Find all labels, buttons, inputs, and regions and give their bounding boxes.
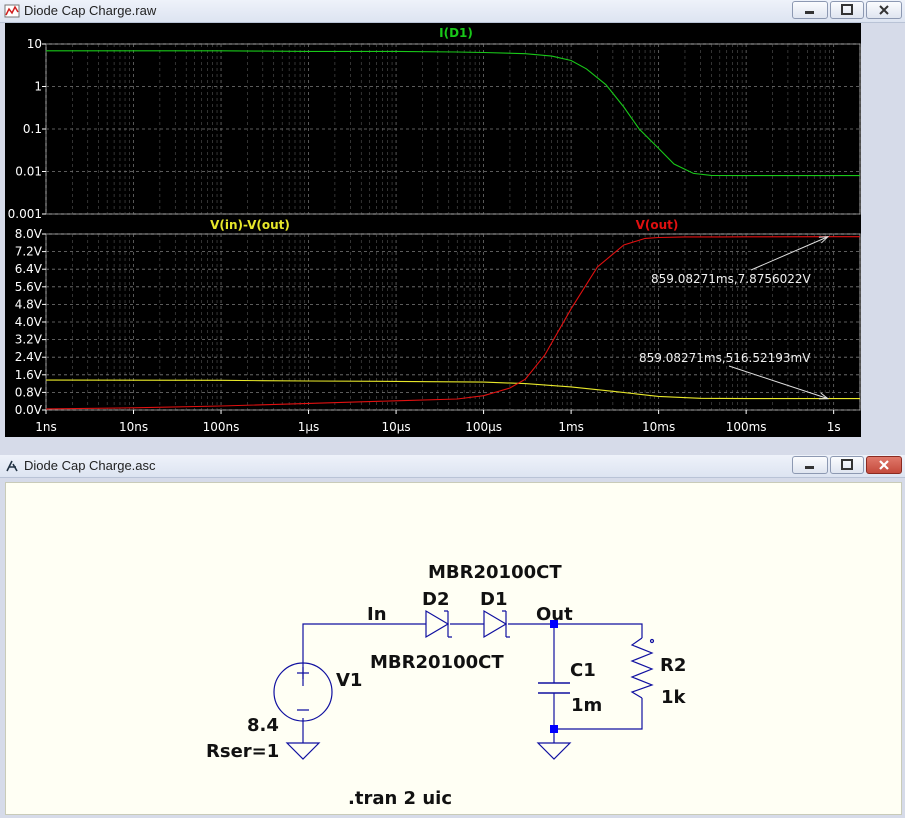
x-tick-label: 10ns bbox=[119, 420, 148, 434]
x-tick-label: 10µs bbox=[381, 420, 410, 434]
schematic-minimize-button[interactable] bbox=[792, 456, 828, 474]
cursor-annotation-leader bbox=[750, 236, 829, 271]
waveform-close-button[interactable] bbox=[866, 1, 902, 19]
cursor-annotation-text: 859.08271ms,516.52193mV bbox=[639, 351, 811, 365]
y-tick-label: 5.6V bbox=[15, 280, 43, 294]
voltage-pane-y-ticks: 8.0V 7.2V 6.4V 5.6V 4.8V 4.0V 3.2V 2.4V 1.6V 0.8V… bbox=[15, 227, 46, 417]
capacitor-c1[interactable] bbox=[538, 682, 570, 694]
cursor-annotation-leader bbox=[728, 365, 829, 400]
v1-rser[interactable]: Rser=1 bbox=[206, 741, 279, 762]
schematic-titlebar[interactable]: Diode Cap Charge.asc bbox=[0, 455, 905, 478]
schematic-canvas[interactable]: In Out D2 D1 MBR20100CT MBR20100CT V1 8.… bbox=[5, 482, 902, 815]
y-tick-label: 0.01 bbox=[15, 165, 42, 179]
x-tick-label: 100ms bbox=[726, 420, 767, 434]
spice-directive[interactable]: .tran 2 uic bbox=[348, 788, 452, 809]
minimize-icon bbox=[805, 11, 814, 14]
waveform-app-icon bbox=[4, 4, 20, 18]
ground-out[interactable] bbox=[536, 742, 572, 760]
x-tick-label: 100ns bbox=[203, 420, 240, 434]
vout-trace-label[interactable]: V(out) bbox=[636, 218, 679, 232]
resistor-r2[interactable] bbox=[630, 637, 655, 699]
schematic-app-icon bbox=[6, 460, 18, 472]
cursor-annotations: 859.08271ms,7.8756022V 859.08271ms,516.52… bbox=[639, 236, 830, 400]
y-tick-label: 0.001 bbox=[8, 207, 42, 221]
x-tick-label: 1s bbox=[827, 420, 841, 434]
c1-ref[interactable]: C1 bbox=[570, 660, 596, 681]
ground-v1[interactable] bbox=[285, 742, 321, 760]
net-label-in[interactable]: In bbox=[367, 604, 387, 625]
voltage-pane-grid bbox=[45, 233, 861, 411]
v1-value[interactable]: 8.4 bbox=[247, 715, 279, 736]
y-tick-label: 1 bbox=[34, 80, 42, 94]
y-tick-label: 4.0V bbox=[15, 315, 43, 329]
current-trace-label[interactable]: I(D1) bbox=[439, 26, 473, 40]
waveform-window-title: Diode Cap Charge.raw bbox=[24, 3, 157, 18]
d1-ref[interactable]: D1 bbox=[480, 589, 507, 610]
waveform-window: Diode Cap Charge.raw 10 1 0.1 0.01 0.001 I(D… bbox=[0, 0, 905, 437]
cursor-annotation-arrowhead bbox=[818, 236, 830, 244]
wire-in[interactable] bbox=[302, 623, 426, 686]
y-tick-label: 0.0V bbox=[15, 403, 43, 417]
close-icon bbox=[879, 5, 889, 15]
c1-value[interactable]: 1m bbox=[571, 695, 602, 716]
voltage-source-v1[interactable] bbox=[273, 662, 333, 722]
x-tick-label: 100µs bbox=[465, 420, 502, 434]
y-tick-label: 6.4V bbox=[15, 262, 43, 276]
r2-ref[interactable]: R2 bbox=[660, 655, 686, 676]
y-tick-label: 10 bbox=[27, 37, 42, 51]
r2-value[interactable]: 1k bbox=[661, 687, 687, 708]
schematic-close-button[interactable] bbox=[866, 456, 902, 474]
voltage-pane[interactable]: 8.0V 7.2V 6.4V 5.6V 4.8V 4.0V 3.2V 2.4V 1.6V 0.8V… bbox=[15, 218, 861, 434]
y-tick-label: 3.2V bbox=[15, 333, 43, 347]
maximize-icon bbox=[841, 4, 853, 15]
waveform-minimize-button[interactable] bbox=[792, 1, 828, 19]
junction-gnd bbox=[550, 725, 558, 733]
current-trace bbox=[46, 50, 860, 177]
y-tick-label: 7.2V bbox=[15, 245, 43, 259]
cursor-annotation-arrowhead bbox=[818, 392, 830, 400]
junction-out bbox=[550, 620, 558, 628]
time-axis-ticks: 1ns 10ns 100ns 1µs 10µs 100µs 1ms 10ms 100ms 1s bbox=[35, 410, 841, 434]
y-tick-label: 1.6V bbox=[15, 368, 43, 382]
maximize-icon bbox=[841, 459, 853, 470]
waveform-maximize-button[interactable] bbox=[830, 1, 864, 19]
current-pane-grid bbox=[45, 43, 861, 215]
wire-out[interactable] bbox=[508, 623, 643, 638]
x-tick-label: 1ms bbox=[558, 420, 584, 434]
y-tick-label: 4.8V bbox=[15, 297, 43, 311]
diode-model-bottom[interactable]: MBR20100CT bbox=[370, 652, 504, 673]
waveform-plot[interactable]: 10 1 0.1 0.01 0.001 I(D1) 8.0V 7.2V 6.4V 5.6V 4.… bbox=[5, 23, 861, 437]
vin-minus-vout-trace bbox=[45, 379, 860, 400]
wire-ground-return[interactable] bbox=[554, 698, 643, 730]
diode-d1[interactable] bbox=[483, 609, 510, 639]
plot-area[interactable]: 10 1 0.1 0.01 0.001 I(D1) 8.0V 7.2V 6.4V 5.6V 4.… bbox=[5, 23, 861, 437]
v1-ref[interactable]: V1 bbox=[336, 670, 362, 691]
schematic-window-title: Diode Cap Charge.asc bbox=[24, 458, 156, 473]
y-tick-label: 0.1 bbox=[23, 122, 42, 136]
y-tick-label: 0.8V bbox=[15, 385, 43, 399]
diode-model-top[interactable]: MBR20100CT bbox=[428, 562, 562, 583]
schematic-drawing[interactable]: In Out D2 D1 MBR20100CT MBR20100CT V1 8.… bbox=[6, 483, 901, 814]
schematic-maximize-button[interactable] bbox=[830, 456, 864, 474]
x-tick-label: 10ms bbox=[642, 420, 675, 434]
net-label-out[interactable]: Out bbox=[536, 604, 573, 625]
close-icon bbox=[879, 460, 889, 470]
current-pane[interactable]: 10 1 0.1 0.01 0.001 I(D1) bbox=[8, 26, 861, 221]
schematic-window: Diode Cap Charge.asc bbox=[0, 455, 905, 817]
diode-d2[interactable] bbox=[425, 609, 452, 639]
waveform-titlebar[interactable]: Diode Cap Charge.raw bbox=[0, 0, 905, 23]
d2-ref[interactable]: D2 bbox=[422, 589, 449, 610]
x-tick-label: 1ns bbox=[35, 420, 57, 434]
waveform-right-margin bbox=[862, 23, 905, 437]
minimize-icon bbox=[805, 466, 814, 469]
y-tick-label: 8.0V bbox=[15, 227, 43, 241]
vin-minus-vout-trace-label[interactable]: V(in)-V(out) bbox=[210, 218, 290, 232]
current-pane-y-ticks: 10 1 0.1 0.01 0.001 bbox=[8, 37, 46, 221]
x-tick-label: 1µs bbox=[298, 420, 320, 434]
y-tick-label: 2.4V bbox=[15, 350, 43, 364]
cursor-annotation-text: 859.08271ms,7.8756022V bbox=[651, 272, 812, 286]
vout-trace bbox=[45, 236, 860, 410]
